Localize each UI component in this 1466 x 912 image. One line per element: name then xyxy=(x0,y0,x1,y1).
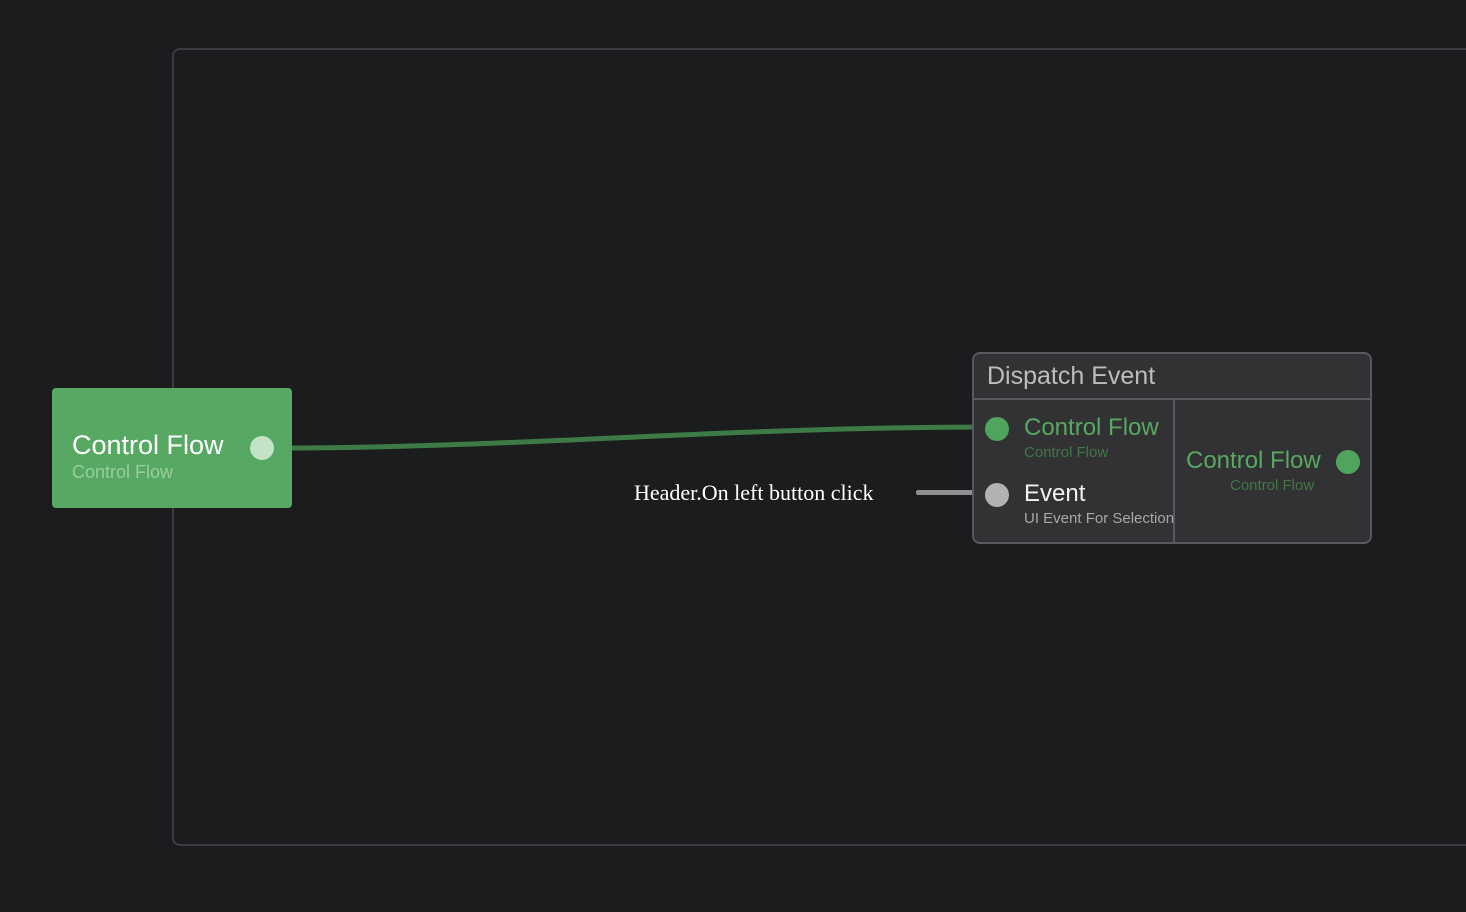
control-flow-node-subtitle: Control Flow xyxy=(72,462,174,482)
dispatch-event-header[interactable]: Dispatch Event xyxy=(974,354,1370,400)
control-flow-output-label: Control Flow xyxy=(1186,447,1321,474)
control-flow-input-type: Control Flow xyxy=(1024,444,1109,461)
dispatch-event-title: Dispatch Event xyxy=(987,362,1156,390)
dispatch-event-node[interactable]: Dispatch Event Control Flow Control Flow… xyxy=(972,352,1372,544)
control-flow-input-port[interactable] xyxy=(985,417,1009,441)
event-input-value[interactable]: Header.On left button click xyxy=(634,480,874,505)
control-flow-node-title: Control Flow xyxy=(72,430,224,460)
event-wire-stub xyxy=(916,490,994,495)
control-flow-output-type: Control Flow xyxy=(1230,477,1315,494)
event-input-type: UI Event For Selection xyxy=(1024,510,1175,527)
control-flow-input-label: Control Flow xyxy=(1024,414,1159,441)
control-flow-node[interactable]: Control Flow Control Flow xyxy=(52,388,292,508)
event-input-label: Event xyxy=(1024,480,1086,507)
control-flow-output-port[interactable] xyxy=(250,436,274,460)
event-input-port[interactable] xyxy=(985,483,1009,507)
node-divider xyxy=(1173,400,1175,544)
control-flow-output-port[interactable] xyxy=(1336,450,1360,474)
